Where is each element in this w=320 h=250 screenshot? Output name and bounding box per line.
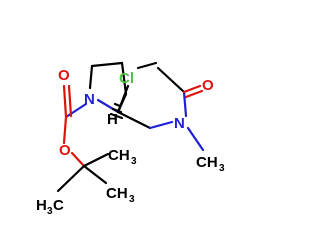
methyl-top: CH 3 (108, 147, 137, 167)
bond-ch2-cl (136, 61, 158, 70)
atom-o-carbonyl: O (58, 67, 70, 84)
svg-text:3: 3 (129, 194, 135, 205)
bond-n-carbonyl (64, 102, 88, 119)
methyl-right: CH 3 (106, 185, 135, 205)
svg-text:C: C (53, 197, 64, 214)
molecule-structure: N O O Cl O N H H 3 C CH 3 CH 3 CH 3 (36, 61, 225, 217)
svg-text:CH: CH (196, 154, 218, 171)
bond-n-c-amide (182, 90, 188, 118)
bond-ring-c-c-right (120, 61, 128, 96)
svg-text:3: 3 (219, 163, 225, 174)
bond-c-ch2-amide (116, 110, 152, 130)
atom-chlorine: Cl (119, 70, 134, 87)
bond-ring-c-n-left (88, 64, 94, 90)
bond-ch2-n-amide (148, 120, 174, 130)
bond-tbutyl-top (82, 152, 110, 168)
atom-n-amide: N (174, 115, 185, 132)
bond-ring-c-c-top (90, 61, 124, 68)
bond-c-o-double-1 (62, 84, 68, 119)
bond-c-ch2-acyl (156, 66, 186, 94)
bond-n-methyl (186, 126, 205, 152)
atom-n-ring: N (84, 91, 95, 108)
bond-o-tbutyl (70, 151, 86, 168)
bond-c-o-ether (62, 115, 68, 145)
bond-c-o-amide-1 (182, 84, 202, 94)
bond-tbutyl-left (56, 164, 86, 193)
methyl-n-amide: CH 3 (196, 154, 225, 174)
svg-text:H: H (36, 197, 47, 214)
bond-c-o-amide-2 (184, 89, 204, 99)
svg-text:CH: CH (106, 185, 128, 202)
atom-h-stereo: H (107, 111, 118, 128)
bond-tbutyl-right (82, 164, 108, 185)
bond-c-o-double-2 (67, 84, 73, 118)
svg-text:3: 3 (47, 206, 53, 217)
atom-o-ether: O (59, 142, 71, 159)
atom-o-amide: O (202, 77, 214, 94)
svg-text:CH: CH (108, 147, 130, 164)
methyl-left: H 3 C (36, 197, 64, 217)
svg-text:3: 3 (131, 156, 137, 167)
bond-c-ch2cl (116, 84, 130, 114)
